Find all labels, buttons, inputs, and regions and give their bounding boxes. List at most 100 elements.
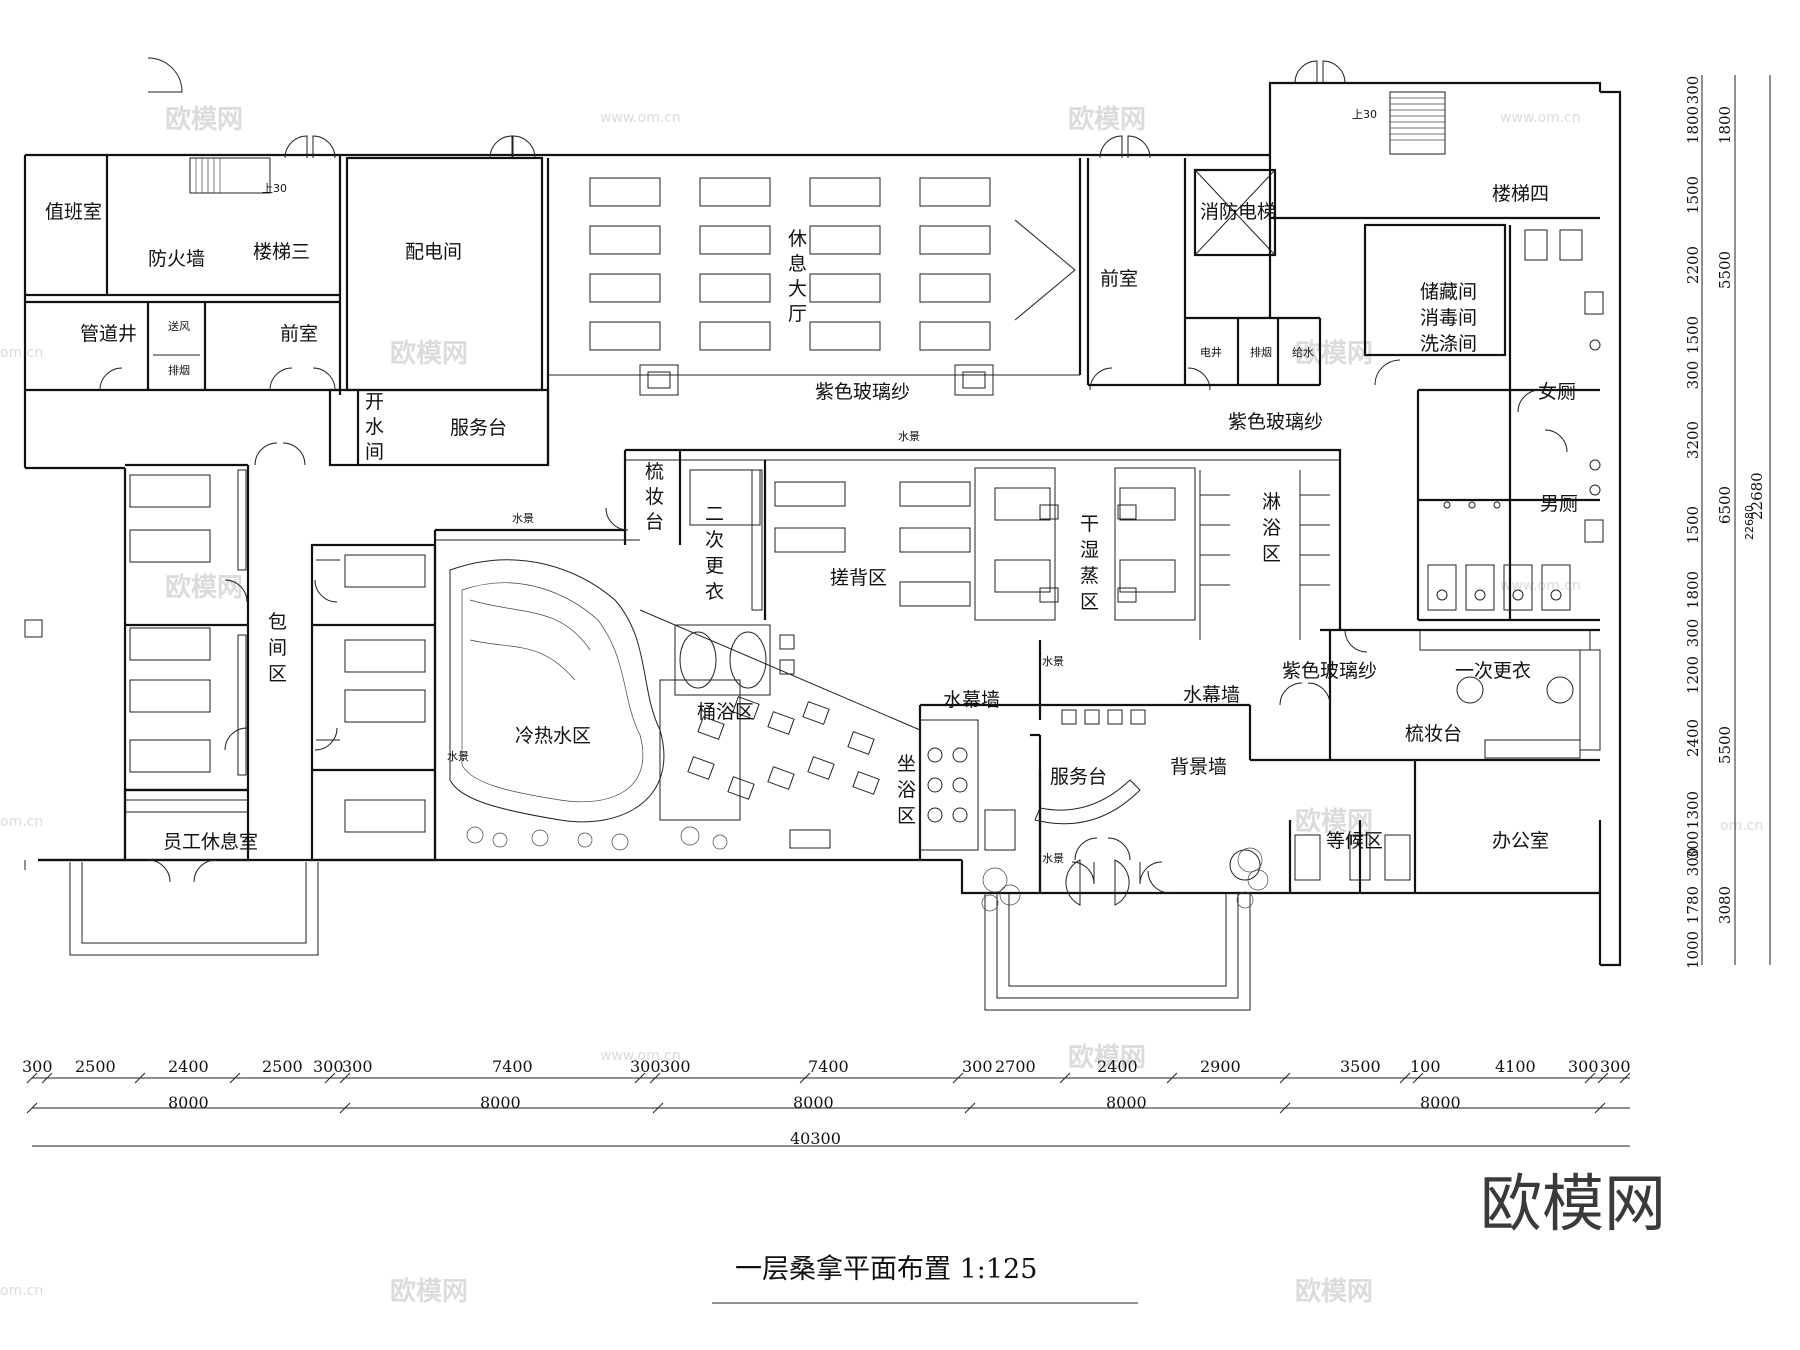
dim-label-right: 300 — [1684, 831, 1702, 860]
label-purple-gauze-3: 紫色玻璃纱 — [1282, 660, 1377, 682]
dim-label-right-span: 1800 — [1716, 106, 1734, 144]
watermark-brand: 欧模网 — [390, 1276, 468, 1307]
dim-label-right: 1000 — [1684, 931, 1702, 969]
label-makeup-1c: 台 — [645, 511, 664, 533]
label-sauna-2: 湿 — [1080, 539, 1099, 561]
dim-total-height: 22680 — [1748, 472, 1766, 520]
label-sauna-4: 区 — [1080, 591, 1099, 613]
dim-label-bottom-span: 8000 — [793, 1093, 834, 1112]
label-rest-hall-4: 厅 — [788, 303, 807, 325]
dim-label-right: 1800 — [1684, 106, 1702, 144]
label-office: 办公室 — [1492, 830, 1549, 852]
label-exhaust-shaft: 排烟 — [1250, 345, 1272, 359]
watermark-url: www.om.cn — [1500, 578, 1581, 594]
label-change-2b: 次 — [705, 529, 724, 551]
dim-label-bottom: 2900 — [1200, 1057, 1241, 1076]
stair-up-label: 上30 — [1352, 108, 1377, 121]
watermark-brand: 欧模网 — [1068, 104, 1146, 135]
barrel-bath-tubs — [639, 609, 921, 849]
dim-label-bottom: 3500 — [1340, 1057, 1381, 1076]
dim-label-right: 300 — [1684, 619, 1702, 648]
label-bg-wall: 背景墙 — [1170, 756, 1227, 778]
label-water-feature: 水景 — [898, 430, 920, 443]
watermark-layer: 欧模网 www.om.cn 欧模网 www.om.cn om.cn 欧模网 欧模… — [0, 104, 1763, 1307]
label-stair-4: 楼梯四 — [1492, 183, 1549, 205]
dim-label-bottom: 300 — [1568, 1057, 1599, 1076]
dim-label-bottom: 2500 — [75, 1057, 116, 1076]
hot-cold-pool — [449, 559, 728, 851]
label-hot-cold-pool: 冷热水区 — [515, 725, 591, 747]
label-private-2: 间 — [268, 637, 287, 659]
label-sit-bath-3: 区 — [897, 805, 916, 827]
dim-label-right: 1800 — [1684, 571, 1702, 609]
label-staff-rest: 员工休息室 — [163, 831, 258, 853]
label-change-2c: 更 — [705, 555, 724, 577]
dim-label-right: 300 — [1684, 848, 1702, 877]
dim-label-bottom: 300 — [313, 1057, 344, 1076]
label-water-boil-2: 水 — [365, 416, 384, 438]
label-men-wc: 男厕 — [1540, 493, 1578, 515]
brand-logo: 欧模网 — [1480, 1167, 1666, 1240]
label-water-supply: 给水 — [1292, 346, 1314, 359]
dim-label-right-span: 5500 — [1716, 726, 1734, 764]
label-stair-3: 楼梯三 — [253, 241, 310, 263]
dim-label-right: 2400 — [1684, 719, 1702, 757]
watermark-brand: 欧模网 — [390, 338, 468, 369]
label-sit-bath-2: 浴 — [897, 779, 916, 801]
sit-bath-seats — [919, 709, 1146, 851]
dim-label-bottom: 300 — [342, 1057, 373, 1076]
label-rest-hall-2: 息 — [788, 253, 807, 275]
dim-label-bottom-span: 8000 — [1106, 1093, 1147, 1112]
label-change-2d: 衣 — [705, 581, 724, 603]
label-anteroom-right: 前室 — [1100, 268, 1138, 290]
label-fire-elevator: 消防电梯 — [1200, 201, 1276, 223]
label-makeup-2: 梳妆台 — [1405, 723, 1462, 745]
watermark-url-short: om.cn — [1720, 818, 1763, 834]
dim-total-width: 40300 — [790, 1129, 841, 1148]
label-water-boil-1: 开 — [365, 391, 384, 413]
dim-label-bottom: 2400 — [1097, 1057, 1138, 1076]
label-water-feature: 水景 — [447, 750, 469, 763]
dim-total-height-faint: 22680 — [1743, 505, 1756, 540]
label-storage-2: 消毒间 — [1420, 307, 1477, 329]
label-makeup-1b: 妆 — [645, 486, 664, 508]
label-shower-1: 淋 — [1262, 491, 1281, 513]
label-water-feature: 水景 — [1042, 655, 1064, 668]
stair-up-label: 上30 — [262, 182, 287, 195]
dim-label-right: 3200 — [1684, 421, 1702, 459]
dim-label-bottom: 2500 — [262, 1057, 303, 1076]
label-anteroom-left: 前室 — [280, 323, 318, 345]
label-electric-shaft: 电井 — [1200, 345, 1222, 359]
dim-label-right: 300 — [1684, 361, 1702, 390]
label-storage-1: 储藏间 — [1420, 281, 1477, 303]
dim-label-bottom-span: 8000 — [168, 1093, 209, 1112]
label-storage-3: 洗涤间 — [1420, 333, 1477, 355]
dim-label-right: 1500 — [1684, 176, 1702, 214]
dim-label-right: 1200 — [1684, 656, 1702, 694]
label-sauna-1: 干 — [1080, 513, 1099, 535]
column-marker — [24, 619, 43, 638]
watermark-brand: 欧模网 — [165, 104, 243, 135]
label-women-wc: 女厕 — [1538, 381, 1576, 403]
watermark-url: www.om.cn — [1500, 110, 1581, 126]
dim-label-bottom: 100 — [1410, 1057, 1441, 1076]
waiting-seats — [1229, 834, 1411, 881]
label-water-feature: 水景 — [1042, 852, 1064, 865]
dim-label-bottom: 300 — [1600, 1057, 1631, 1076]
changing-lockers — [1419, 629, 1601, 759]
watermark-url: www.om.cn — [600, 1048, 681, 1064]
watermark-url: www.om.cn — [600, 110, 681, 126]
watermark-url-short: om.cn — [0, 345, 43, 361]
dim-label-right: 1300 — [1684, 791, 1702, 829]
label-change-2a: 二 — [705, 503, 724, 525]
label-rest-hall-3: 大 — [788, 278, 807, 300]
watermark-brand: 欧模网 — [1068, 1042, 1146, 1073]
dim-label-right-span: 6500 — [1716, 486, 1734, 524]
dim-label-bottom: 300 — [962, 1057, 993, 1076]
label-waiting: 等候区 — [1326, 830, 1383, 852]
dim-label-bottom-span: 8000 — [480, 1093, 521, 1112]
dim-label-bottom: 7400 — [808, 1057, 849, 1076]
scrub-area-beds — [689, 469, 971, 611]
